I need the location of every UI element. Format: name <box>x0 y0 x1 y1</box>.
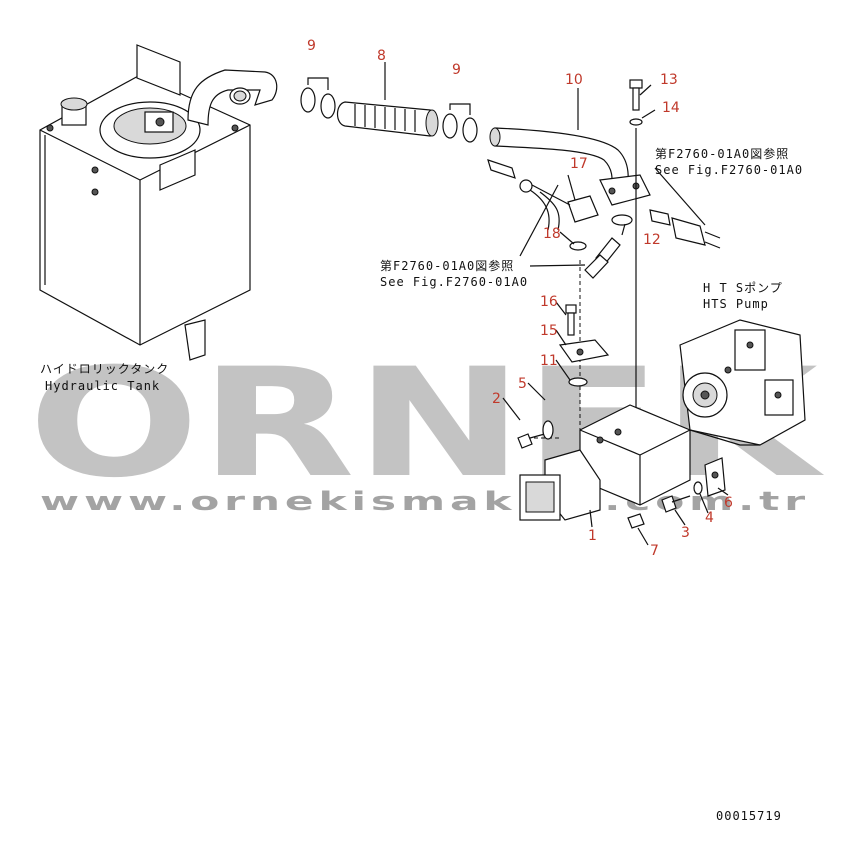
hose-clamps-9 <box>300 77 478 143</box>
part-number-16: 16 <box>540 294 558 310</box>
part-number-12: 12 <box>643 232 661 248</box>
hts-pump <box>679 319 806 446</box>
hydraulic-tank <box>39 44 278 361</box>
ref-label-2-jp: 第F2760-01A0図参照 <box>380 258 514 273</box>
part-number-14: 14 <box>662 100 680 116</box>
hose-8 <box>336 101 439 137</box>
part-number-13: 13 <box>660 72 678 88</box>
part-number-11: 11 <box>540 353 558 369</box>
tank-label-en: Hydraulic Tank <box>45 379 160 393</box>
ref-label-2-en: See Fig.F2760-01A0 <box>380 275 528 289</box>
pipe-10 <box>489 127 651 226</box>
part-number-17: 17 <box>570 156 588 172</box>
part-number-18: 18 <box>543 226 561 242</box>
part-number-9b: 9 <box>452 62 461 78</box>
hts-label-en: HTS Pump <box>703 297 769 311</box>
part-number-4: 4 <box>705 510 714 526</box>
part-number-7: 7 <box>650 543 659 559</box>
bolt-13 <box>629 79 643 410</box>
watermark-url: www.ornekismakina.com.tr <box>40 487 810 517</box>
part-number-5: 5 <box>518 376 527 392</box>
part-number-15: 15 <box>540 323 558 339</box>
part-number-2: 2 <box>492 391 501 407</box>
fitting-right <box>649 209 721 249</box>
part-number-3: 3 <box>681 525 690 541</box>
pump-1 <box>519 404 691 521</box>
part-number-6: 6 <box>724 495 733 511</box>
part-number-10: 10 <box>565 72 583 88</box>
part-number-1: 1 <box>588 528 597 544</box>
part-numbers: 9 8 9 10 13 14 17 12 18 16 15 11 5 2 1 7… <box>307 38 733 559</box>
bolts-2 <box>517 420 554 449</box>
tank-label-jp: ハイドロリックタンク <box>40 362 169 376</box>
hts-label-jp: H T Sポンプ <box>703 281 783 295</box>
ref-label-1-jp: 第F2760-01A0図参照 <box>655 146 789 161</box>
part-number-9a: 9 <box>307 38 316 54</box>
leaders <box>384 62 729 546</box>
labels: ハイドロリックタンク Hydraulic Tank H T Sポンプ HTS P… <box>40 146 803 823</box>
ref-label-1-en: See Fig.F2760-01A0 <box>655 163 803 177</box>
small-parts <box>627 457 726 529</box>
document-number: 00015719 <box>716 809 782 823</box>
fitting-17 <box>487 159 599 231</box>
part-number-8: 8 <box>377 48 386 64</box>
